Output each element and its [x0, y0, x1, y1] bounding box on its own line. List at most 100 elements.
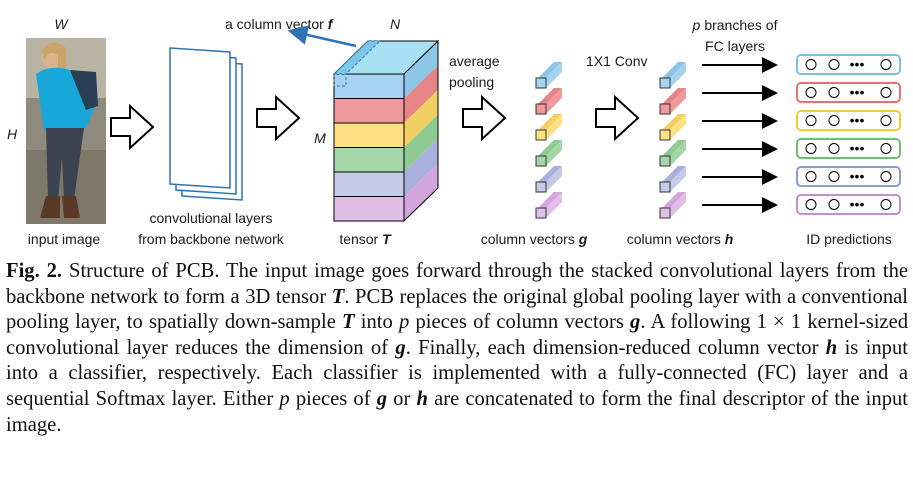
- column-vector-face: [535, 155, 547, 167]
- column-vector-f-label: a column vector f: [225, 16, 334, 32]
- column-vector-side: [670, 62, 686, 88]
- caption-text-6: . Finally, each dimension-reduced column…: [405, 336, 826, 359]
- branches-label-line2: FC layers: [705, 38, 765, 54]
- neuron-circle: [805, 115, 817, 126]
- caption-symbol-h-2: h: [416, 387, 428, 410]
- neuron-ellipsis: •••: [850, 56, 865, 72]
- caption-symbol-g-1: g: [630, 311, 641, 334]
- neuron-circle: [828, 59, 840, 70]
- id-predictions: ••• ••• ••• ••• ••• •••: [796, 54, 901, 215]
- neuron-ellipsis: •••: [850, 112, 865, 128]
- average-pooling-label-line2: pooling: [449, 74, 494, 90]
- caption-symbol-p-1: p: [399, 311, 410, 334]
- column-vector-face: [659, 181, 671, 193]
- conv-layers-label-line2: from backbone network: [138, 231, 285, 247]
- prediction-row: •••: [796, 194, 901, 215]
- caption-text-2: . PCB replaces the original global pooli…: [6, 285, 908, 334]
- column-vector-depth: [662, 62, 686, 78]
- neuron-circle: [880, 115, 892, 126]
- column-vector-face: [659, 103, 671, 115]
- column-vector-depth: [538, 166, 562, 182]
- column-vector-depth: [662, 166, 686, 182]
- tensor-side-stripe: [404, 139, 438, 197]
- forward-arrow-4: [595, 94, 640, 142]
- neuron-ellipsis: •••: [850, 168, 865, 184]
- column-vector-depth: [538, 140, 562, 156]
- tensor-stripe: [333, 196, 405, 222]
- prediction-row: •••: [796, 54, 901, 75]
- column-vectors-h-label: column vectors h: [627, 231, 734, 247]
- caption-text-3: into: [354, 311, 399, 334]
- column-vector-side: [670, 88, 686, 114]
- neuron-ellipsis: •••: [850, 196, 865, 212]
- column-vector-depth: [538, 62, 562, 78]
- caption-symbol-h-1: h: [825, 336, 838, 359]
- width-label: W: [54, 16, 69, 32]
- prediction-box: [796, 110, 901, 131]
- tensor-stripe: [333, 147, 405, 173]
- column-vector-side: [546, 192, 562, 218]
- caption-text-10: are concatenated to form the final descr…: [6, 387, 909, 436]
- input-person-image: [26, 38, 106, 224]
- tensor-stripe: [333, 98, 405, 124]
- caption-text-7: is input into a classifier, respectively…: [6, 336, 908, 410]
- tensor-side-stripe: [404, 41, 438, 99]
- caption-text-5: . A following 1 × 1 kernel-sized convolu…: [6, 311, 909, 359]
- neuron-ellipsis: •••: [850, 84, 865, 100]
- caption-text-9: or: [387, 387, 417, 410]
- neuron-circle: [880, 59, 892, 70]
- id-predictions-label: ID predictions: [806, 231, 892, 247]
- column-vector-depth: [662, 140, 686, 156]
- prediction-row: •••: [796, 166, 901, 187]
- prediction-box: [796, 82, 901, 103]
- column-vector-depth: [538, 88, 562, 104]
- caption-symbol-T-1: T: [331, 285, 345, 308]
- conv1x1-label: 1X1 Conv: [586, 53, 647, 69]
- prediction-row: •••: [796, 138, 901, 159]
- tensor-side-stripe: [404, 65, 438, 123]
- tensor-stripe: [333, 122, 405, 148]
- average-pooling-label-line1: average: [449, 53, 500, 69]
- column-vector-face: [659, 207, 671, 219]
- neuron-circle: [828, 87, 840, 98]
- column-vectors-h: [659, 62, 686, 219]
- tensor-side-outline: [403, 39, 439, 223]
- input-image-label: input image: [28, 231, 101, 247]
- tensor-m-label: M: [314, 130, 326, 146]
- caption-symbol-g-2: g: [395, 336, 406, 359]
- pcb-figure: W H input image convolutional layers fro…: [7, 16, 901, 247]
- conv-layers-label-line1: convolutional layers: [150, 210, 273, 226]
- column-vector-side: [546, 114, 562, 140]
- column-vector-depth: [538, 114, 562, 130]
- column-vector-side: [670, 166, 686, 192]
- column-vector-face: [535, 129, 547, 141]
- column-vector-side: [546, 62, 562, 88]
- neuron-circle: [805, 143, 817, 154]
- column-vector-face: [659, 155, 671, 167]
- column-vector-depth: [662, 192, 686, 208]
- neuron-circle: [828, 199, 840, 210]
- prediction-box: [796, 138, 901, 159]
- neuron-circle: [880, 87, 892, 98]
- column-vector-f-face: [333, 73, 347, 87]
- column-vectors-g: [535, 62, 562, 219]
- neuron-circle: [828, 115, 840, 126]
- figure-caption: Fig. 2. Structure of PCB. The input imag…: [6, 259, 908, 438]
- neuron-circle: [805, 87, 817, 98]
- neuron-circle: [805, 59, 817, 70]
- neuron-circle: [828, 143, 840, 154]
- column-vector-side: [546, 88, 562, 114]
- neuron-circle: [805, 199, 817, 210]
- neuron-circle: [828, 171, 840, 182]
- forward-arrow-2: [256, 94, 301, 142]
- column-vector-face: [659, 129, 671, 141]
- caption-text-8: pieces of: [289, 387, 377, 410]
- prediction-box: [796, 166, 901, 187]
- column-vector-side: [546, 166, 562, 192]
- neuron-ellipsis: •••: [850, 140, 865, 156]
- forward-arrow-3: [462, 94, 507, 142]
- prediction-row: •••: [796, 110, 901, 131]
- caption-symbol-T-2: T: [342, 311, 355, 334]
- caption-symbol-g-3: g: [376, 387, 388, 410]
- column-vector-depth: [538, 192, 562, 208]
